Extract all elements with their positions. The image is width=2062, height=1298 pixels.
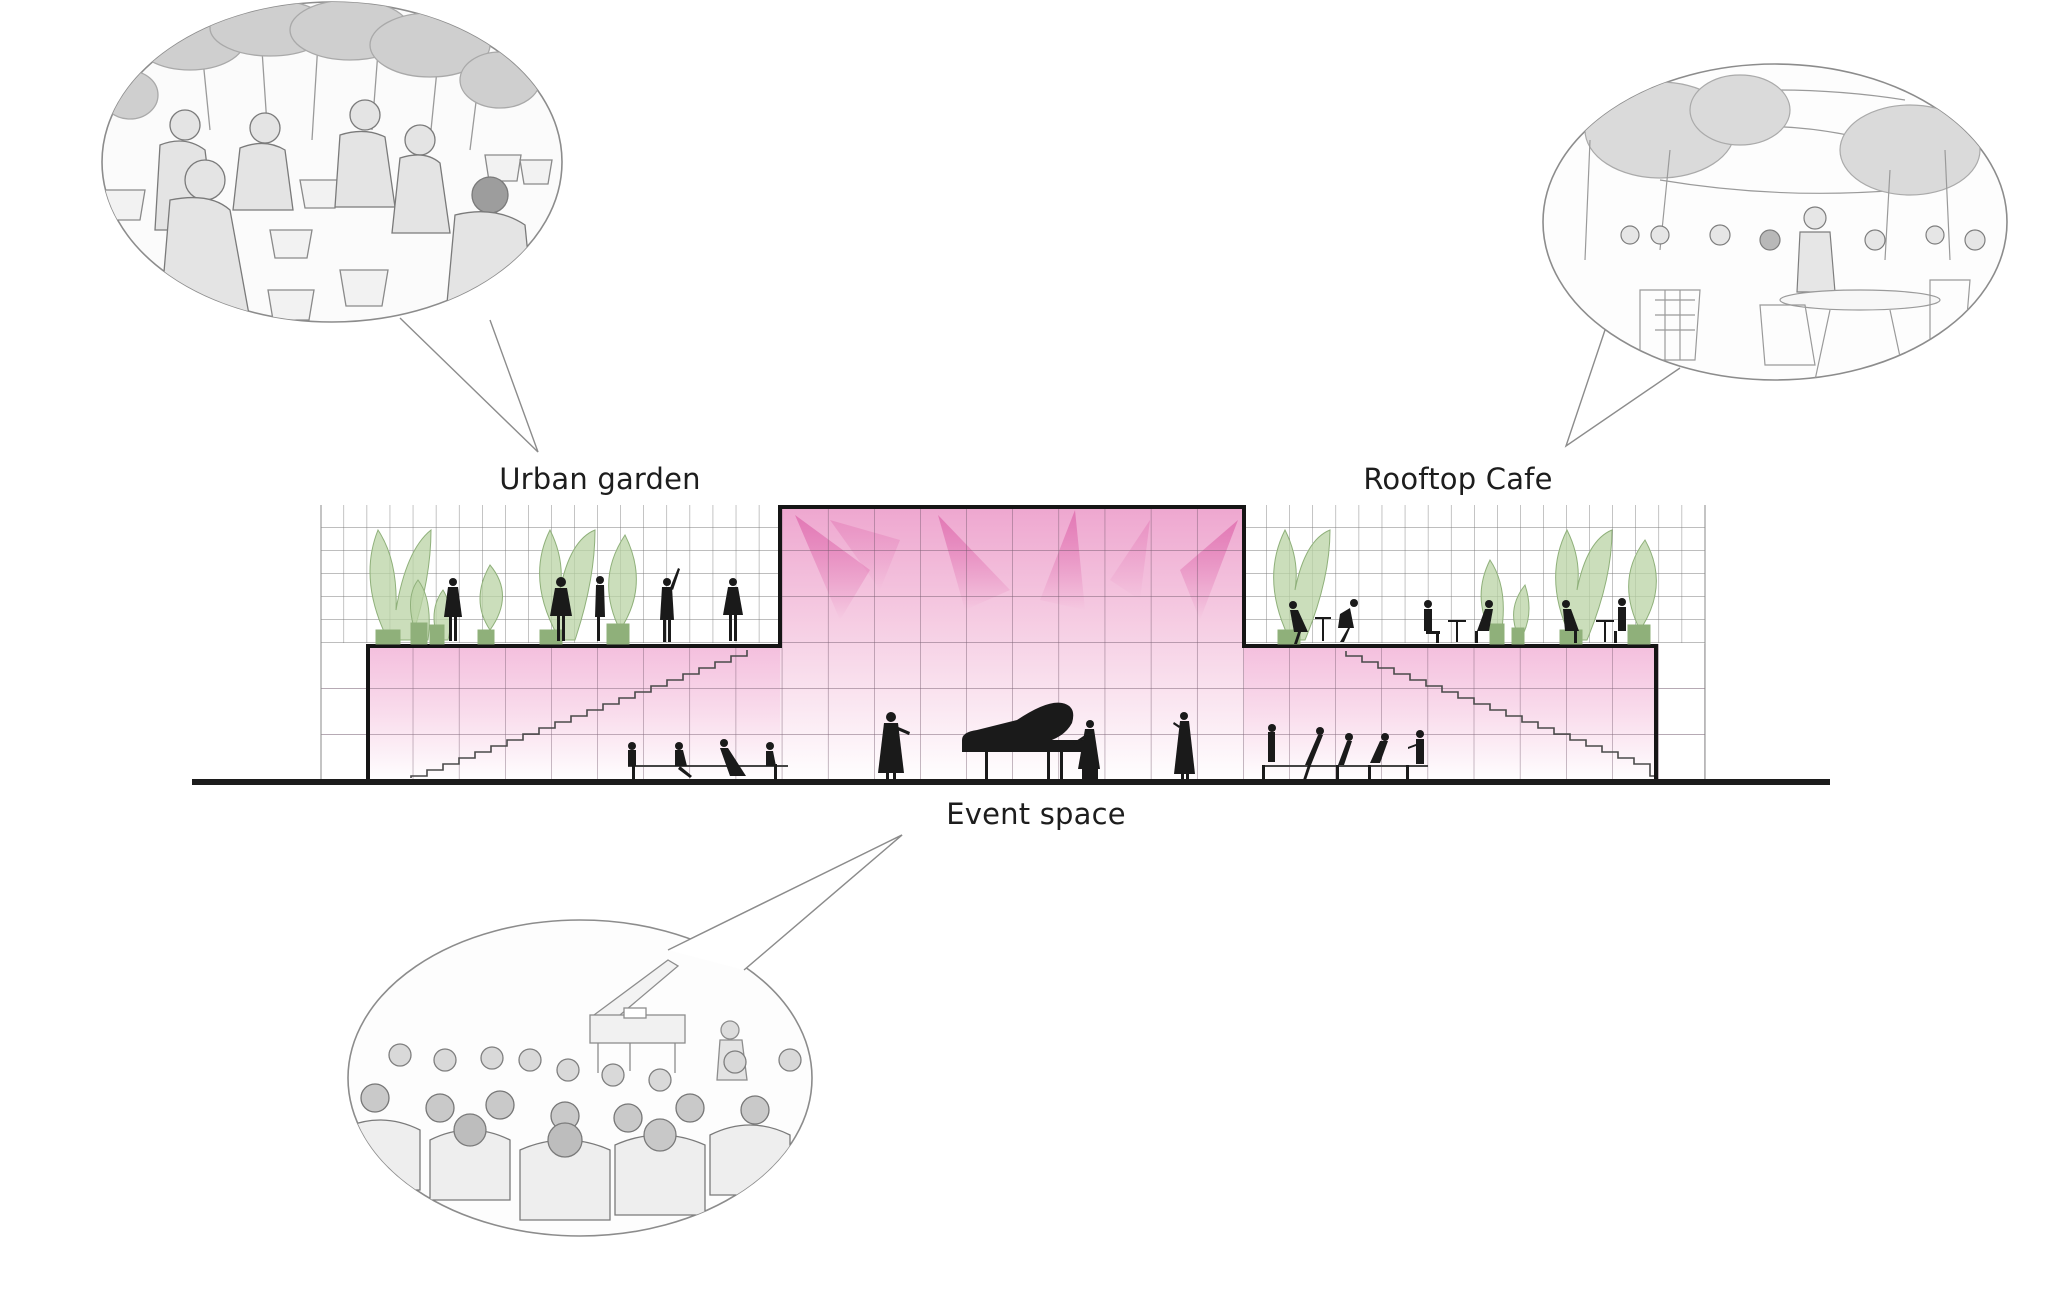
audience-person bbox=[720, 739, 746, 776]
garden-person bbox=[595, 576, 605, 641]
rooftop-cafe-sketch-bubble bbox=[1542, 63, 2008, 448]
audience-person bbox=[1406, 730, 1424, 780]
event-space-label: Event space bbox=[946, 797, 1126, 831]
people-silhouettes bbox=[444, 568, 1626, 780]
garden-sketch-illustration bbox=[102, 2, 553, 322]
audience-person bbox=[766, 742, 777, 780]
singer bbox=[1173, 712, 1195, 780]
ground-line bbox=[192, 779, 1830, 785]
audience-person bbox=[1303, 727, 1324, 780]
violinist bbox=[878, 712, 910, 780]
left-staircase bbox=[410, 650, 748, 778]
cafe-table-group bbox=[1424, 600, 1493, 643]
garden-person bbox=[550, 577, 572, 641]
event-space-sketch-bubble bbox=[347, 834, 903, 1237]
urban-garden-label: Urban garden bbox=[499, 462, 701, 496]
urban-garden-sketch-bubble bbox=[101, 1, 563, 453]
cafe-table-group bbox=[1562, 598, 1626, 643]
building-outline bbox=[366, 505, 1658, 782]
audience-person bbox=[1262, 724, 1276, 780]
concert-sketch-illustration bbox=[348, 959, 802, 1221]
pianist bbox=[1073, 720, 1100, 780]
audience-person bbox=[1336, 733, 1353, 780]
garden-person bbox=[444, 578, 462, 641]
audience-person bbox=[675, 742, 692, 778]
cafe-sketch-illustration bbox=[1584, 74, 1986, 380]
garden-person bbox=[723, 578, 743, 641]
cafe-table-group bbox=[1289, 599, 1358, 644]
audience-person bbox=[628, 742, 636, 780]
right-staircase bbox=[1345, 651, 1656, 777]
rooftop-cafe-label: Rooftop Cafe bbox=[1363, 462, 1553, 496]
garden-person-waving bbox=[660, 568, 680, 642]
grand-piano bbox=[962, 702, 1087, 780]
audience-person bbox=[1368, 733, 1389, 780]
building-section bbox=[192, 505, 1830, 785]
